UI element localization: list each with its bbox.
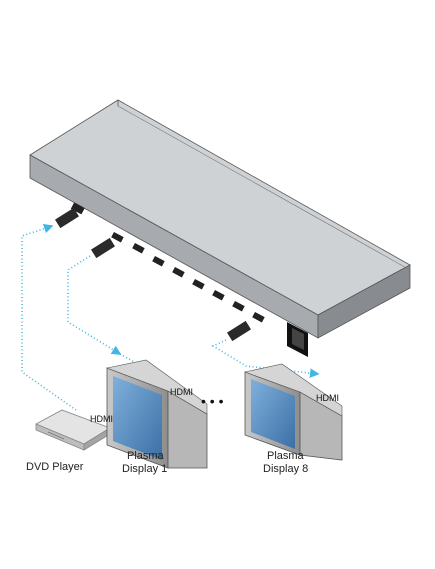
plasma-display-8-icon (243, 363, 343, 461)
plasma-display-1-label-line1: Plasma (127, 450, 165, 462)
hdmi-label-display-1: HDMI (170, 387, 193, 397)
plasma-display-1-icon (105, 359, 208, 469)
plasma-display-8-label-line2: Display 8 (263, 463, 308, 475)
hdmi-plug-output-1 (91, 237, 115, 259)
hdmi-label-display-8: HDMI (316, 393, 339, 403)
hdmi-label-dvd: HDMI (90, 414, 113, 424)
distributor-unit (29, 99, 411, 357)
ellipsis-dots: • • • (201, 393, 224, 409)
dvd-player-label: DVD Player (26, 461, 84, 473)
plasma-display-8-label-line1: Plasma (267, 450, 305, 462)
hdmi-plug-input (55, 207, 79, 229)
cable-output8-to-display8 (211, 339, 320, 378)
hdmi-output-ports (111, 232, 265, 323)
cable-dvd-to-input (21, 223, 77, 411)
cable-output1-to-display1 (67, 255, 122, 355)
hdmi-plug-output-8 (227, 320, 251, 342)
plasma-display-1-label-line2: Display 1 (122, 463, 167, 475)
power-socket (287, 322, 308, 357)
chassis-side (317, 264, 411, 339)
hdmi-input-port (70, 202, 85, 215)
